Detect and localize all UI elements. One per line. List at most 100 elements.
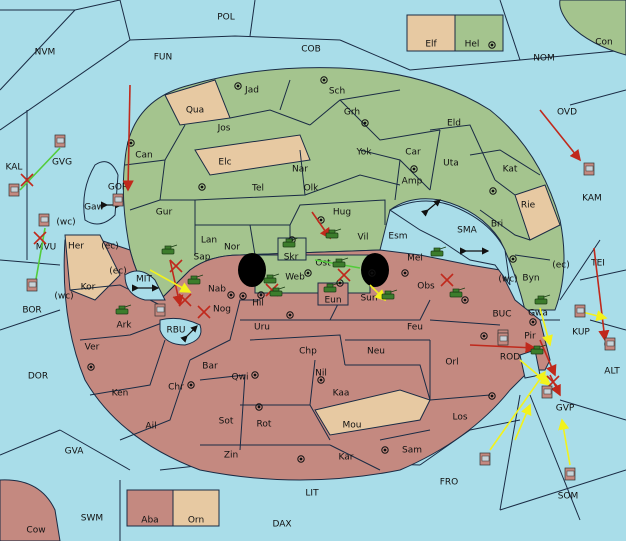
province-con[interactable] (559, 0, 626, 56)
land-label-orl: Orl (445, 358, 458, 368)
land-label-ost: Ost (315, 259, 331, 269)
province-elc[interactable] (194, 134, 311, 176)
fleet-unit (8, 183, 20, 197)
land-label-kar: Kar (339, 453, 354, 463)
land-label-gur: Gur (156, 208, 173, 218)
land-label-nab: Nab (208, 285, 226, 295)
land-label-nog: Nog (213, 305, 231, 315)
land-label-sot: Sot (219, 417, 234, 427)
supply-center (368, 269, 376, 277)
order-arrow (539, 109, 581, 162)
coast-tag: (wc) (56, 218, 75, 228)
land-label-elc: Elc (218, 158, 231, 168)
land-label-kaa: Kaa (333, 389, 350, 399)
order-arrow (469, 341, 537, 354)
fleet-unit (112, 193, 124, 207)
supply-center (480, 332, 488, 340)
fleet-unit (26, 278, 38, 292)
sea-label-rod: ROD (500, 353, 520, 363)
army-unit (449, 287, 466, 298)
sea-label-nvm: NVM (35, 48, 56, 58)
land-label-uru: Uru (254, 323, 270, 333)
land-label-nil: Nil (315, 369, 327, 379)
sea-label-mvu: MVU (36, 243, 57, 253)
land-label-gaw: Gaw (84, 203, 104, 213)
sea-label-sma: SMA (457, 226, 477, 236)
legend-hel: Hel (465, 40, 480, 50)
land-label-hil: Hil (252, 299, 264, 309)
coast-tag: (wc) (498, 275, 517, 285)
province-mou[interactable] (314, 389, 431, 436)
sea-label-kal: KAL (6, 163, 23, 173)
south-borders (69, 284, 501, 471)
supply-center (257, 291, 265, 299)
land-label-yok: Yok (355, 148, 372, 158)
land-label-nor: Nor (224, 243, 240, 253)
army-unit (263, 273, 280, 284)
land-label-hug: Hug (333, 208, 351, 218)
units-layer (8, 134, 616, 481)
land-label-rie: Rie (521, 201, 536, 211)
land-label-mou: Mou (343, 421, 362, 431)
army-unit (325, 228, 342, 239)
sea-label-gor: GOR (108, 183, 128, 193)
order-arrow (122, 84, 134, 192)
fleet-unit (479, 452, 491, 466)
land-label-qwi: Qwi (232, 373, 249, 383)
supply-center (410, 165, 418, 173)
land-label-eun: Eun (324, 296, 341, 306)
province-rie[interactable] (514, 184, 561, 241)
supply-center (320, 76, 328, 84)
sea-sma[interactable] (389, 200, 511, 286)
fleet-unit (38, 213, 50, 227)
sea-label-gvg: GVG (52, 158, 72, 168)
supply-center (509, 255, 517, 263)
province-her-kor[interactable] (64, 234, 121, 301)
supply-center (529, 318, 537, 326)
supply-center (255, 403, 263, 411)
sea-label-rbu: RBU (166, 326, 185, 336)
fleet-unit (541, 385, 553, 399)
sea-label-alt: ALT (604, 367, 620, 377)
land-label-can: Can (135, 151, 153, 161)
land-label-vil: Vil (358, 233, 369, 243)
tan-provinces (64, 79, 561, 436)
land-label-chp: Chp (299, 347, 317, 357)
sea-label-swm: SWM (81, 514, 103, 524)
land-label-sun: Sun (360, 294, 377, 304)
supply-center (489, 187, 497, 195)
sea-label-cow: Cow (26, 526, 45, 536)
supply-center (239, 292, 247, 300)
province-cow[interactable] (0, 479, 61, 541)
sea-label-fro: FRO (440, 478, 459, 488)
land-label-nar: Nar (292, 165, 308, 175)
sea-label-kam: KAM (582, 194, 602, 204)
land-label-lan: Lan (201, 236, 217, 246)
land-label-neu: Neu (367, 347, 385, 357)
army-unit (332, 257, 349, 268)
supply-center (198, 183, 206, 191)
supply-center (488, 41, 496, 49)
failed-order-cross (197, 305, 211, 319)
supply-center (361, 119, 369, 127)
sea-label-buc: BUC (492, 310, 511, 320)
fleet-unit (574, 304, 586, 318)
land-label-her: Her (68, 242, 84, 252)
land-label-chr: Chr (168, 383, 184, 393)
supply-center (461, 296, 469, 304)
supply-center (234, 82, 242, 90)
legend-aba: Aba (141, 516, 158, 526)
fleet-unit (583, 162, 595, 176)
order-arrow (558, 418, 571, 466)
support-line (34, 227, 46, 286)
coast-tag: (ec) (101, 242, 119, 252)
land-label-ail: Ail (145, 422, 156, 432)
army-unit (187, 274, 204, 285)
coast-tag: (ec) (109, 267, 127, 277)
land-label-sch: Sch (329, 87, 345, 97)
army-unit (269, 286, 286, 297)
sea-label-dor: DOR (28, 372, 48, 382)
land-label-kor: Kor (81, 283, 96, 293)
sea-label-fun: FUN (154, 53, 173, 63)
